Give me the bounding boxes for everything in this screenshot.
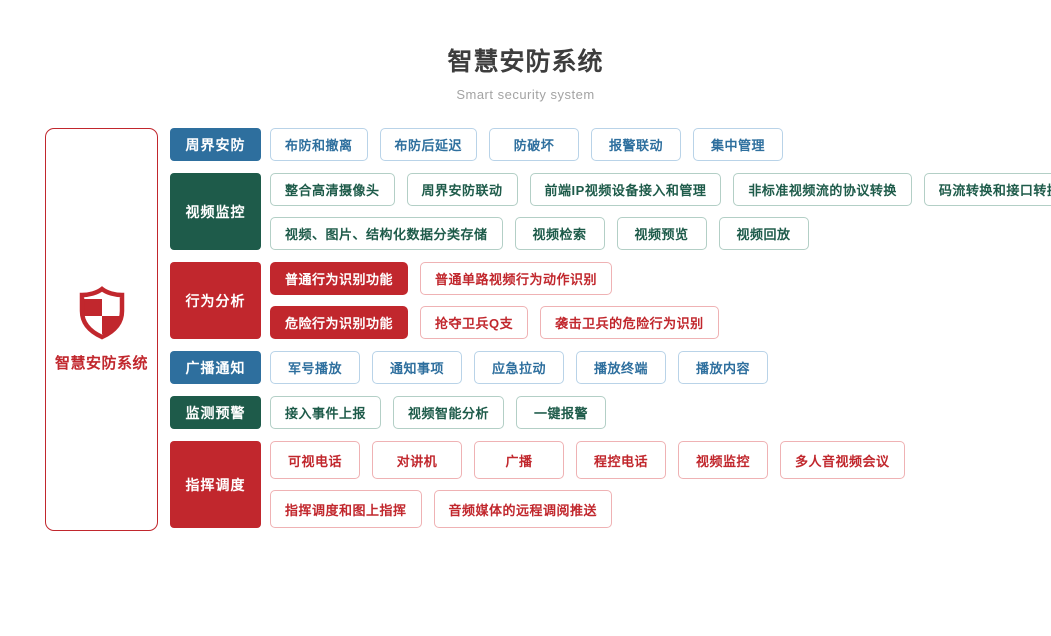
page-subtitle: Smart security system xyxy=(456,87,595,102)
feature-map: 周界安防 布防和撤离 布防后延迟 防破坏 报警联动 集中管理 视频监控 整合高清… xyxy=(170,128,1051,528)
feature-item: 危险行为识别功能 xyxy=(270,306,409,339)
feature-item: 通知事项 xyxy=(372,351,462,384)
row-command-dispatch: 指挥调度 可视电话 对讲机 广播 程控电话 视频监控 多人音视频会议 指挥调度和… xyxy=(170,441,1051,528)
feature-item: 音频媒体的远程调阅推送 xyxy=(433,490,613,528)
feature-item: 多人音视频会议 xyxy=(780,441,905,479)
feature-item: 应急拉动 xyxy=(474,351,564,384)
feature-item: 布防后延迟 xyxy=(379,128,478,161)
feature-item: 接入事件上报 xyxy=(270,396,382,429)
feature-item: 普通行为识别功能 xyxy=(270,262,409,295)
feature-item: 指挥调度和图上指挥 xyxy=(270,490,422,528)
feature-item: 广播 xyxy=(474,441,564,479)
feature-item: 防破坏 xyxy=(489,128,580,161)
feature-item: 周界安防联动 xyxy=(406,173,518,206)
category-perimeter-security: 周界安防 xyxy=(170,128,261,161)
category-monitor-warning: 监测预警 xyxy=(170,396,261,429)
page-title: 智慧安防系统 xyxy=(447,48,604,76)
feature-item: 普通单路视频行为动作识别 xyxy=(420,262,613,295)
feature-item: 视频智能分析 xyxy=(393,396,505,429)
system-panel: 智慧安防系统 xyxy=(45,128,158,531)
feature-item: 视频预览 xyxy=(616,217,707,250)
feature-item: 军号播放 xyxy=(270,351,360,384)
feature-item: 前端IP视频设备接入和管理 xyxy=(529,173,722,206)
feature-item: 视频监控 xyxy=(678,441,768,479)
feature-item: 袭击卫兵的危险行为识别 xyxy=(540,306,719,339)
feature-item: 抢夺卫兵Q支 xyxy=(420,306,529,339)
feature-item: 集中管理 xyxy=(693,128,784,161)
category-broadcast-notice: 广播通知 xyxy=(170,351,261,384)
row-video-surveillance: 视频监控 整合高清摄像头 周界安防联动 前端IP视频设备接入和管理 非标准视频流… xyxy=(170,173,1051,250)
shield-icon xyxy=(79,286,124,340)
feature-item: 对讲机 xyxy=(372,441,462,479)
row-broadcast-notice: 广播通知 军号播放 通知事项 应急拉动 播放终端 播放内容 xyxy=(170,351,1051,384)
feature-item: 整合高清摄像头 xyxy=(270,173,395,206)
feature-item: 码流转换和接口转换 xyxy=(923,173,1051,206)
feature-item: 报警联动 xyxy=(591,128,682,161)
feature-item: 布防和撤离 xyxy=(270,128,368,161)
feature-item: 视频回放 xyxy=(718,217,809,250)
row-monitor-warning: 监测预警 接入事件上报 视频智能分析 一键报警 xyxy=(170,396,1051,429)
feature-item: 视频、图片、结构化数据分类存储 xyxy=(270,217,503,250)
category-command-dispatch: 指挥调度 xyxy=(170,441,261,528)
feature-item: 程控电话 xyxy=(576,441,666,479)
feature-item: 一键报警 xyxy=(516,396,607,429)
category-video-surveillance: 视频监控 xyxy=(170,173,261,250)
feature-item: 非标准视频流的协议转换 xyxy=(733,173,912,206)
system-panel-label: 智慧安防系统 xyxy=(54,355,148,372)
page-header: 智慧安防系统 Smart security system xyxy=(0,42,1051,102)
row-perimeter-security: 周界安防 布防和撤离 布防后延迟 防破坏 报警联动 集中管理 xyxy=(170,128,1051,161)
feature-item: 播放终端 xyxy=(576,351,666,384)
feature-item: 可视电话 xyxy=(270,441,360,479)
category-behavior-analysis: 行为分析 xyxy=(170,262,261,339)
row-behavior-analysis: 行为分析 普通行为识别功能 普通单路视频行为动作识别 危险行为识别功能 抢夺卫兵… xyxy=(170,262,1051,339)
feature-item: 播放内容 xyxy=(678,351,768,384)
feature-item: 视频检索 xyxy=(514,217,605,250)
